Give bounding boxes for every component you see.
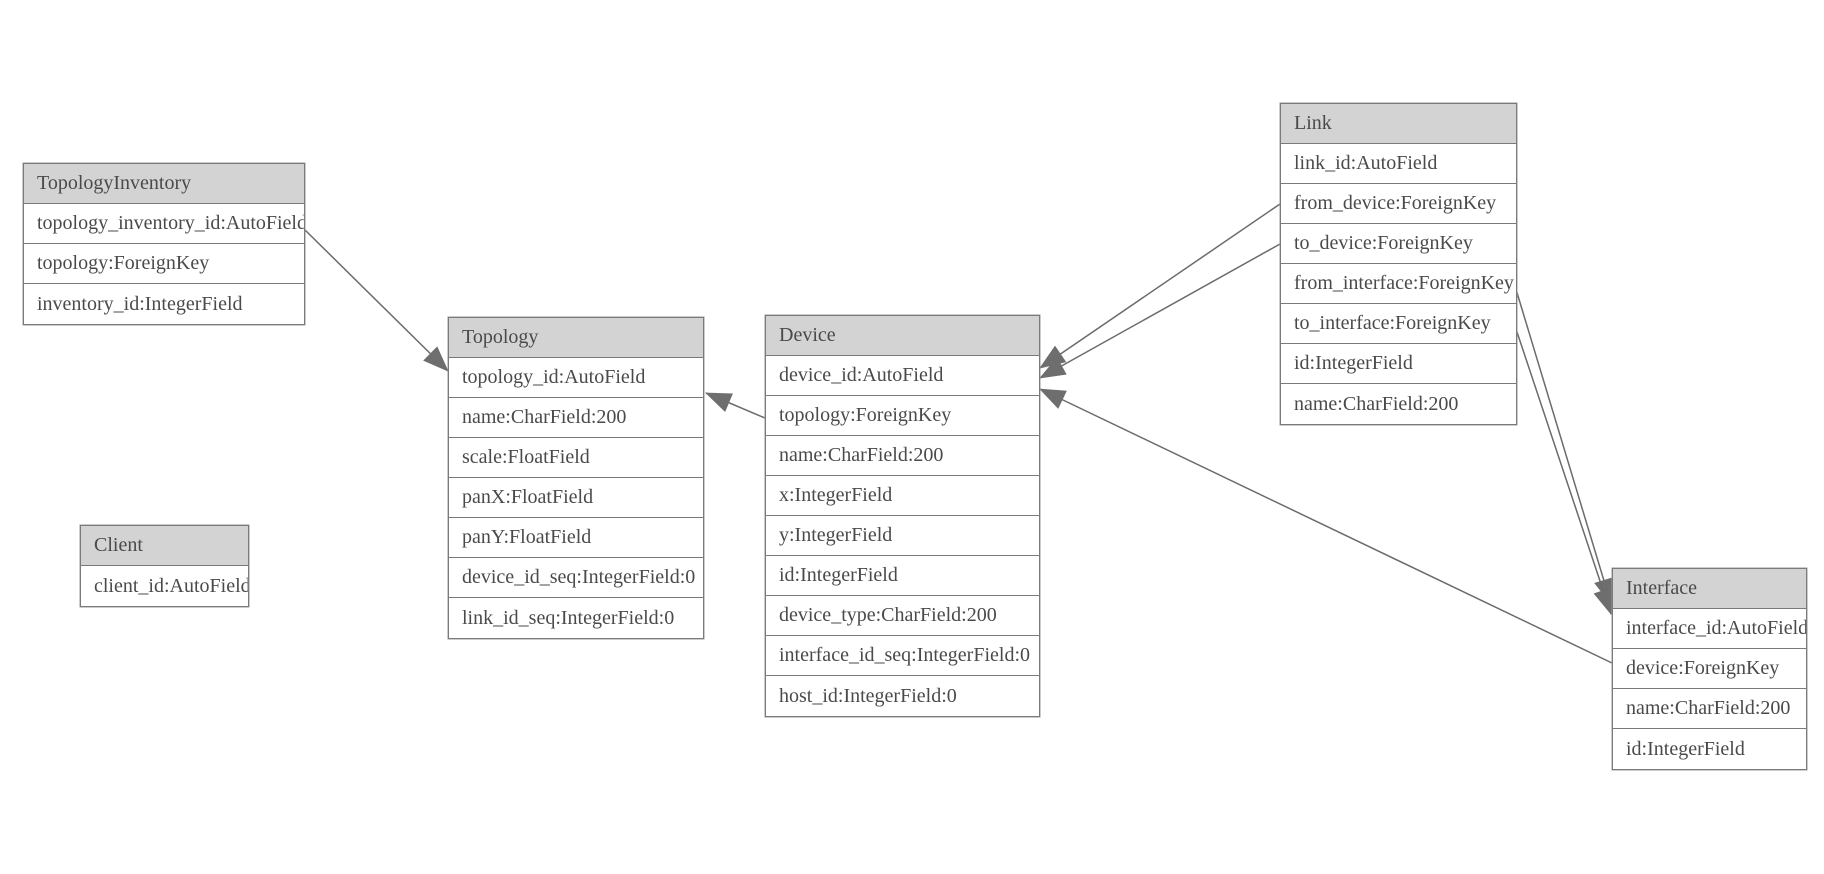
field-row-from_interface: from_interface:ForeignKey xyxy=(1281,264,1516,304)
field-row-topology_id: topology_id:AutoField xyxy=(449,358,703,398)
edge-link-to_device-to-device-device_id xyxy=(1039,243,1281,379)
field-row-id: id:IntegerField xyxy=(1613,729,1806,769)
field-row-link_id_seq: link_id_seq:IntegerField:0 xyxy=(449,598,703,638)
field-row-name: name:CharField:200 xyxy=(1281,384,1516,424)
field-row-device_id_seq: device_id_seq:IntegerField:0 xyxy=(449,558,703,598)
entity-title-client: Client xyxy=(81,526,248,566)
field-row-interface_id_seq: interface_id_seq:IntegerField:0 xyxy=(766,636,1039,676)
field-row-client_id: client_id:AutoField xyxy=(81,566,248,606)
field-row-to_device: to_device:ForeignKey xyxy=(1281,224,1516,264)
field-row-scale: scale:FloatField xyxy=(449,438,703,478)
field-row-topology: topology:ForeignKey xyxy=(24,244,304,284)
field-row-device_type: device_type:CharField:200 xyxy=(766,596,1039,636)
field-row-inventory_id: inventory_id:IntegerField xyxy=(24,284,304,324)
field-row-device: device:ForeignKey xyxy=(1613,649,1806,689)
entity-title-topologyinventory: TopologyInventory xyxy=(24,164,304,204)
field-row-name: name:CharField:200 xyxy=(1613,689,1806,729)
field-row-device_id: device_id:AutoField xyxy=(766,356,1039,396)
field-row-host_id: host_id:IntegerField:0 xyxy=(766,676,1039,716)
edge-link-from_device-to-device-device_id xyxy=(1039,203,1281,369)
field-row-topology: topology:ForeignKey xyxy=(766,396,1039,436)
entity-title-link: Link xyxy=(1281,104,1516,144)
field-row-from_device: from_device:ForeignKey xyxy=(1281,184,1516,224)
entity-title-device: Device xyxy=(766,316,1039,356)
field-row-id: id:IntegerField xyxy=(1281,344,1516,384)
field-row-id: id:IntegerField xyxy=(766,556,1039,596)
edge-interface-device-to-device-device_id xyxy=(1039,388,1613,664)
edge-link-from_interface-to-interface-interface_id xyxy=(1514,285,1614,605)
field-row-name: name:CharField:200 xyxy=(449,398,703,438)
edge-device-topology-to-topology-topology_id xyxy=(705,392,766,419)
field-row-interface_id: interface_id:AutoField xyxy=(1613,609,1806,649)
entity-title-interface: Interface xyxy=(1613,569,1806,609)
field-row-to_interface: to_interface:ForeignKey xyxy=(1281,304,1516,344)
field-row-link_id: link_id:AutoField xyxy=(1281,144,1516,184)
field-row-panX: panX:FloatField xyxy=(449,478,703,518)
field-row-panY: panY:FloatField xyxy=(449,518,703,558)
entity-title-topology: Topology xyxy=(449,318,703,358)
field-row-topology_inventory_id: topology_inventory_id:AutoField xyxy=(24,204,304,244)
field-row-name: name:CharField:200 xyxy=(766,436,1039,476)
field-row-x: x:IntegerField xyxy=(766,476,1039,516)
edge-topologyinventory-topology-to-topology-topology_id xyxy=(302,227,449,372)
edge-link-to_interface-to-interface-interface_id xyxy=(1514,325,1613,615)
field-row-y: y:IntegerField xyxy=(766,516,1039,556)
